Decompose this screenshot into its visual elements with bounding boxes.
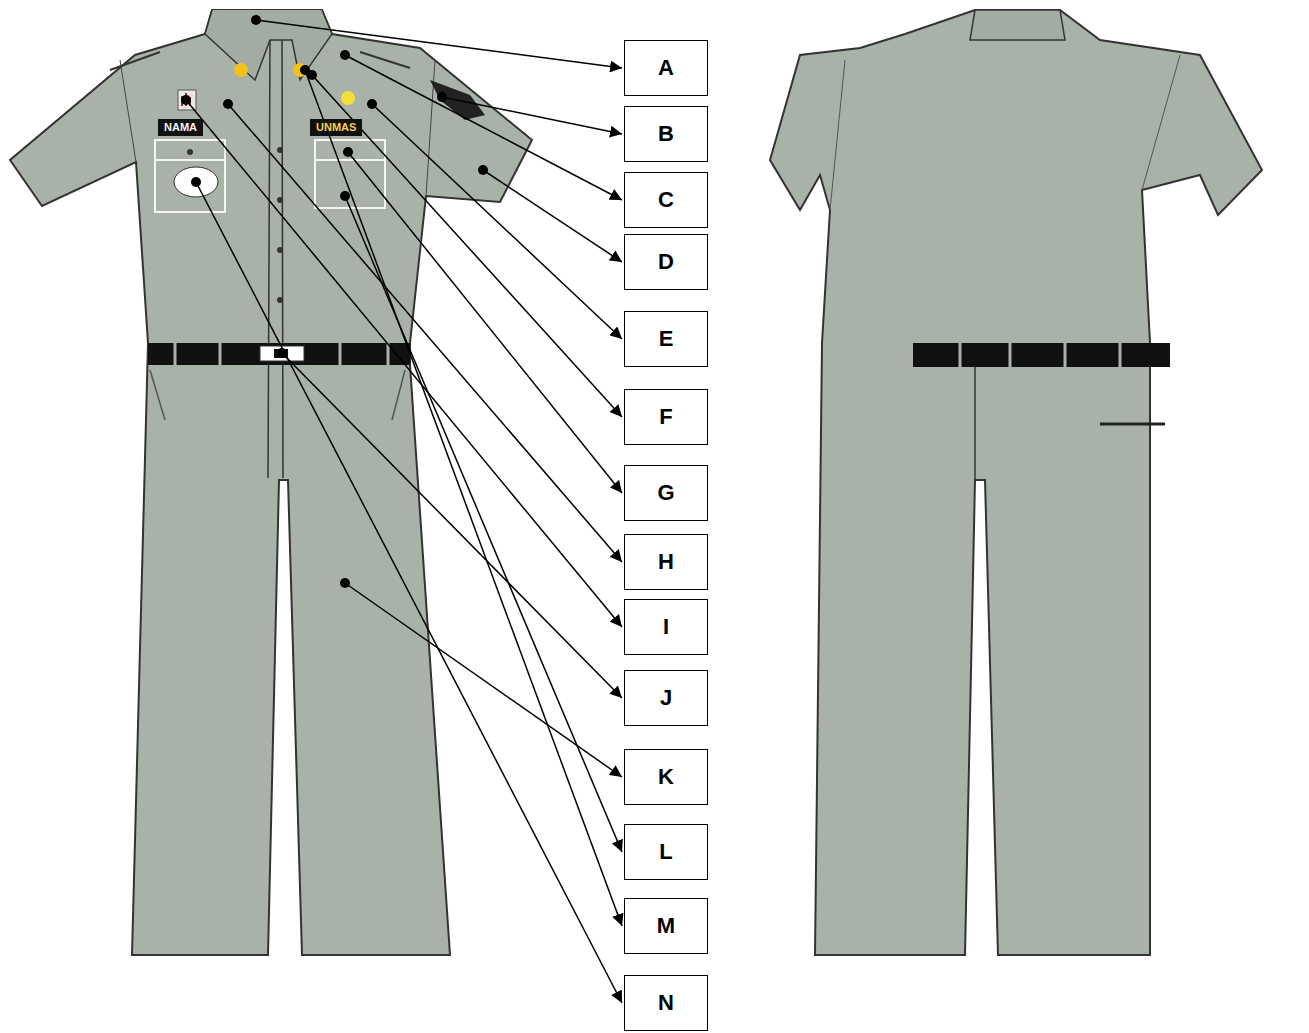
callout-letter: N — [658, 990, 674, 1016]
back-view — [770, 10, 1262, 955]
leader-line — [228, 104, 622, 562]
back-collar — [970, 10, 1065, 40]
leader-dot — [251, 15, 261, 25]
callout-letter: J — [660, 685, 672, 711]
side-pockets — [150, 370, 405, 420]
letter-box: N — [624, 975, 708, 1031]
callout-letter: H — [658, 549, 674, 575]
logo-mark — [182, 93, 190, 106]
leader-line — [186, 100, 622, 627]
letter-box: G — [624, 465, 708, 521]
back-belt — [913, 343, 1170, 367]
letter-box: B — [624, 106, 708, 162]
leader-line — [282, 353, 622, 698]
leader-dot — [340, 578, 350, 588]
callout-letter: D — [658, 249, 674, 275]
callout-letter: B — [658, 121, 674, 147]
name-tag: NAMA — [158, 119, 203, 136]
logo — [178, 90, 196, 110]
callout-letter: L — [659, 839, 672, 865]
leader-line — [196, 182, 622, 1003]
back-sleeve-seams — [830, 55, 1180, 210]
leader-line — [345, 583, 622, 777]
letter-box: E — [624, 311, 708, 367]
leader-dot — [340, 191, 350, 201]
callout-letter: A — [658, 55, 674, 81]
pocket-button — [187, 149, 193, 155]
letter-box: L — [624, 824, 708, 880]
placket — [268, 40, 283, 478]
buckle — [260, 346, 304, 361]
letter-box: K — [624, 749, 708, 805]
pin — [341, 91, 355, 105]
callout-letter: F — [659, 404, 672, 430]
letter-box: H — [624, 534, 708, 590]
leader-dot — [437, 92, 447, 102]
leader-line — [256, 20, 622, 68]
button — [277, 147, 283, 153]
callout-letter: C — [658, 187, 674, 213]
letter-box: A — [624, 40, 708, 96]
epaulettes — [110, 52, 410, 70]
coverall-back — [770, 10, 1262, 955]
collar-pin — [234, 63, 248, 77]
leader-dot — [181, 95, 191, 105]
leader-dot — [367, 99, 377, 109]
front-view — [10, 10, 532, 955]
leader-line — [348, 152, 622, 493]
callout-letter: K — [658, 764, 674, 790]
letter-box: D — [624, 234, 708, 290]
callout-letter: M — [657, 913, 675, 939]
leader-line — [305, 70, 622, 926]
leader-dot — [340, 50, 350, 60]
leader-dot — [191, 177, 201, 187]
callout-letter: I — [663, 614, 669, 640]
left-pocket — [155, 140, 225, 212]
letter-box: I — [624, 599, 708, 655]
leader-line — [483, 170, 622, 262]
belt — [148, 343, 410, 365]
button — [277, 247, 283, 253]
callout-letter: G — [657, 480, 674, 506]
right-pocket — [315, 140, 385, 208]
back-belt-loops — [960, 343, 1120, 367]
leader-line — [372, 104, 622, 339]
letter-box: F — [624, 389, 708, 445]
name-tag: UNMAS — [310, 119, 362, 136]
leader-line — [345, 55, 622, 200]
left-pocket-flap — [155, 140, 225, 160]
button — [277, 197, 283, 203]
leader-line — [345, 196, 622, 852]
sleeve-seams — [120, 60, 435, 196]
coverall-front — [10, 10, 532, 955]
leader-dot — [478, 165, 488, 175]
collar — [205, 10, 332, 80]
leader-lines — [181, 15, 622, 1003]
button — [277, 297, 283, 303]
back-pocket — [1100, 423, 1165, 426]
badge-circle — [174, 167, 218, 197]
back-seam — [974, 367, 976, 480]
letter-box: J — [624, 670, 708, 726]
leader-dot — [277, 348, 287, 358]
letter-box: M — [624, 898, 708, 954]
letter-box: C — [624, 172, 708, 228]
leader-line — [442, 97, 622, 134]
leader-dot — [223, 99, 233, 109]
callout-letter: E — [659, 326, 674, 352]
leader-dot — [343, 147, 353, 157]
leader-dot — [300, 65, 310, 75]
